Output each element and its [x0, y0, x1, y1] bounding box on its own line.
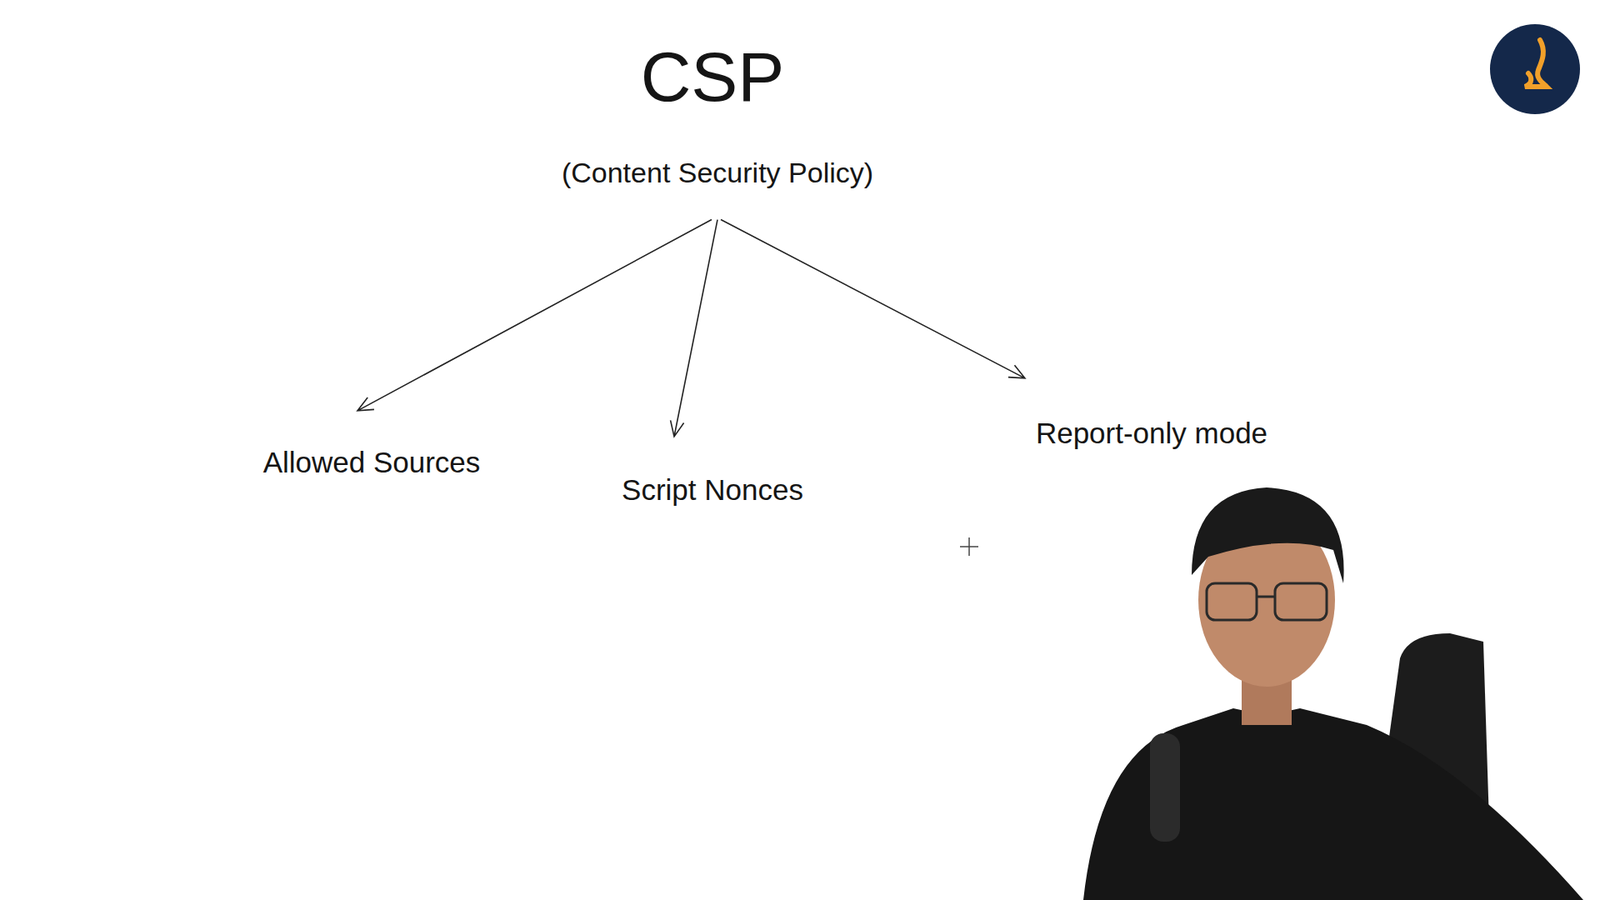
presenter-figure [1083, 487, 1584, 900]
node-label: Script Nonces [621, 473, 804, 507]
arrow-connector [720, 220, 1025, 379]
text-node: Allowed Sources [253, 410, 491, 485]
diagram-title: CSP [640, 41, 785, 112]
text-node: Report-only mode [1017, 378, 1278, 455]
arrow-connector [357, 220, 712, 411]
arrow-connector [670, 220, 718, 437]
cursor-plus [960, 537, 979, 556]
channel-logo [1490, 24, 1580, 115]
node-label: (Content Security Policy) [561, 156, 874, 190]
logo-mark [1525, 40, 1547, 87]
text-node: (Content Security Policy) [551, 151, 884, 220]
node-label: Allowed Sources [263, 445, 481, 480]
logo-circle [1490, 24, 1580, 115]
node-label: Report-only mode [1035, 416, 1268, 450]
text-node: Script Nonces [611, 436, 814, 512]
